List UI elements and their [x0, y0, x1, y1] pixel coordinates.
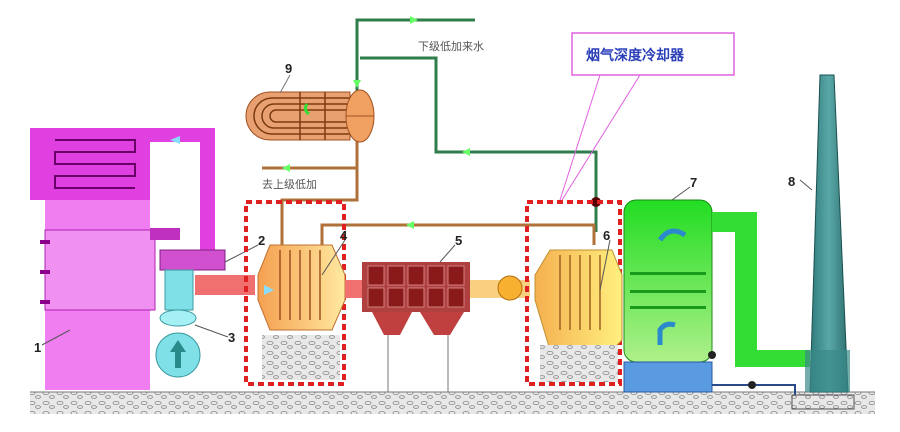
label-precipitator: 5 [455, 233, 462, 248]
boiler [30, 128, 215, 390]
condensate-pipes [262, 140, 596, 245]
low-pressure-heater [245, 89, 375, 143]
label-air-preheater: 2 [258, 233, 265, 248]
callout: 烟气深度冷却器 [559, 32, 735, 201]
label-stack: 8 [788, 174, 795, 189]
air-preheater [159, 249, 255, 295]
flow-arrow-icons [353, 16, 470, 156]
flue-gas-cooler-4 [244, 200, 346, 386]
label-cooler-4: 4 [340, 228, 348, 243]
label-fan: 3 [228, 330, 235, 345]
desulfurization-scrubber [623, 199, 810, 395]
electrostatic-precipitator [362, 262, 470, 392]
induced-draft-fan [497, 275, 523, 301]
label-boiler: 1 [34, 340, 41, 355]
flue-gas-cooler-6 [525, 200, 623, 386]
chimney-stack [791, 74, 855, 410]
outlet-water-label: 去上级低加 [262, 178, 317, 191]
label-heater: 9 [285, 61, 292, 76]
valve-icon [591, 197, 601, 207]
label-cooler-6: 6 [603, 228, 610, 243]
ground [30, 392, 875, 414]
inlet-water-label: 下级低加来水 [418, 40, 484, 53]
fan [155, 269, 201, 378]
callout-title: 烟气深度冷却器 [586, 47, 685, 64]
label-scrubber: 7 [690, 175, 697, 190]
